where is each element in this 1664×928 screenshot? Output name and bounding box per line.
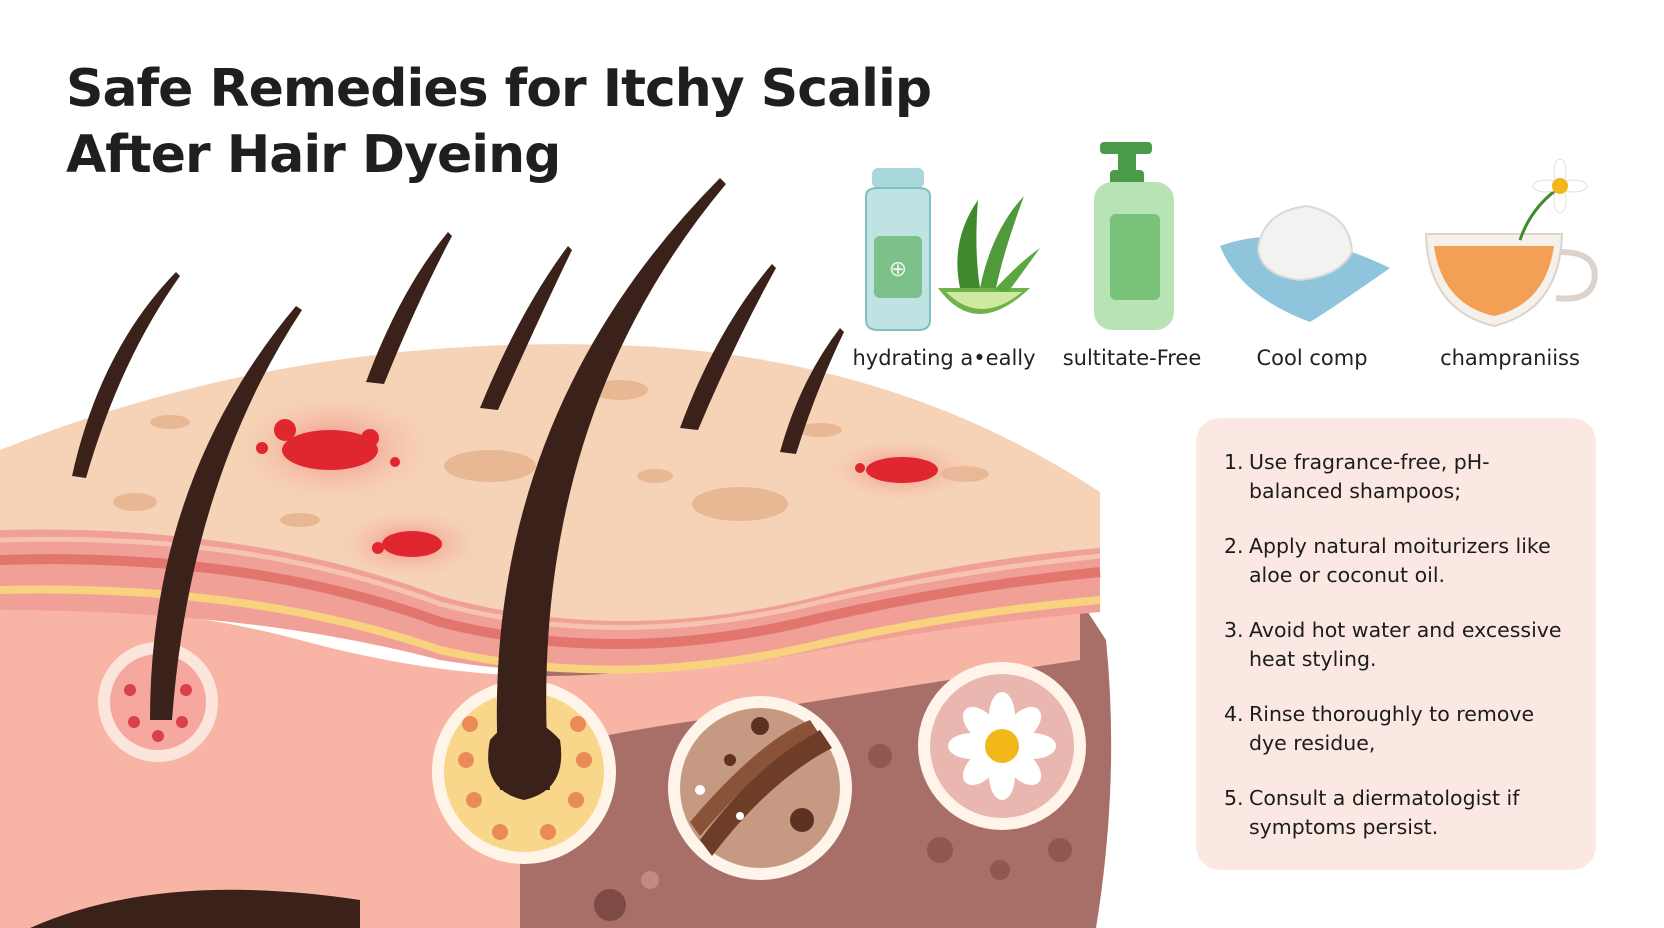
product-label-shampoo: sultitate-Free	[1062, 346, 1202, 370]
tip-text: Use fragrance-free, pH-balanced shampoos…	[1249, 450, 1490, 503]
svg-text:⊕: ⊕	[889, 257, 907, 282]
remedy-tips-card: 1. Use fragrance-free, pH-balanced shamp…	[1196, 418, 1596, 870]
tip-item: 5. Consult a diermatologist if symptoms …	[1224, 784, 1570, 842]
tip-number: 1.	[1224, 450, 1244, 474]
remedy-tips-list: 1. Use fragrance-free, pH-balanced shamp…	[1224, 448, 1570, 842]
inflamed-patch	[330, 506, 490, 582]
tip-item: 4. Rinse thoroughly to remove dye residu…	[1224, 700, 1570, 758]
tip-text: Consult a diermatologist if symptoms per…	[1249, 786, 1520, 839]
tip-number: 5.	[1224, 786, 1244, 810]
inflamed-patch	[225, 388, 445, 508]
title-line-1: Safe Remedies for Itchy Scalip	[66, 59, 932, 119]
cool-compress-icon	[1220, 204, 1390, 322]
dye-residue-magnifier	[668, 696, 852, 880]
product-label-compress: Cool comp	[1256, 346, 1368, 370]
title-line-2: After Hair Dyeing	[66, 125, 561, 185]
tip-text: Apply natural moiturizers like aloe or c…	[1249, 534, 1551, 587]
product-label-chamomile: champraniiss	[1440, 346, 1580, 370]
tip-item: 1. Use fragrance-free, pH-balanced shamp…	[1224, 448, 1570, 506]
tip-item: 2. Apply natural moiturizers like aloe o…	[1224, 532, 1570, 590]
tip-item: 3. Avoid hot water and excessive heat st…	[1224, 616, 1570, 674]
tip-number: 2.	[1224, 534, 1244, 558]
tip-text: Avoid hot water and excessive heat styli…	[1249, 618, 1562, 671]
tip-text: Rinse thoroughly to remove dye residue,	[1249, 702, 1535, 755]
soothing-flower-magnifier	[918, 662, 1086, 830]
hair-strands	[72, 178, 844, 790]
inflamed-patch	[820, 436, 980, 504]
chamomile-tea-icon	[1424, 158, 1598, 328]
product-label-aloe: hydrating a•eally	[852, 346, 1036, 370]
skin-layer-bands	[0, 527, 1101, 674]
page-title: Safe Remedies for Itchy Scalip After Hai…	[66, 56, 932, 188]
shampoo-bottle-icon	[1094, 142, 1174, 330]
aloe-vera-bottle-icon: ⊕	[865, 168, 1040, 331]
dermis-layer	[0, 608, 1080, 928]
tip-number: 4.	[1224, 702, 1244, 726]
tip-number: 3.	[1224, 618, 1244, 642]
